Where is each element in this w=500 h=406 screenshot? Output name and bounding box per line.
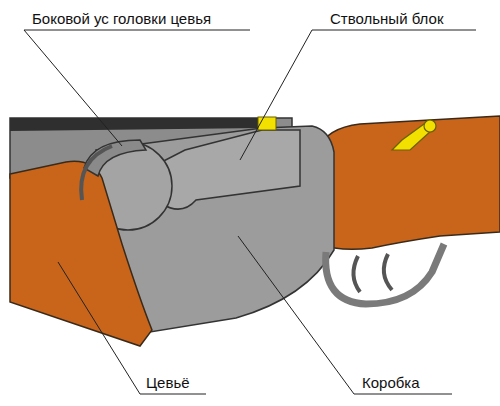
lever-tip <box>424 120 436 132</box>
trigger-guard <box>326 244 444 304</box>
part-label: Ствольный блок <box>330 10 443 28</box>
barrel-rib <box>10 118 262 131</box>
forend-iron <box>81 146 112 200</box>
part-label: Боковой ус головки цевья <box>32 10 211 28</box>
leader-line <box>58 262 206 394</box>
leader-line <box>240 30 476 160</box>
barrel-block <box>150 130 300 209</box>
part-label: Коробка <box>362 374 420 392</box>
part-label: Цевьё <box>146 374 190 392</box>
stock <box>318 116 500 249</box>
trigger <box>353 256 360 292</box>
leader-line <box>24 30 250 146</box>
trigger <box>384 254 392 290</box>
leader-line <box>238 236 452 394</box>
